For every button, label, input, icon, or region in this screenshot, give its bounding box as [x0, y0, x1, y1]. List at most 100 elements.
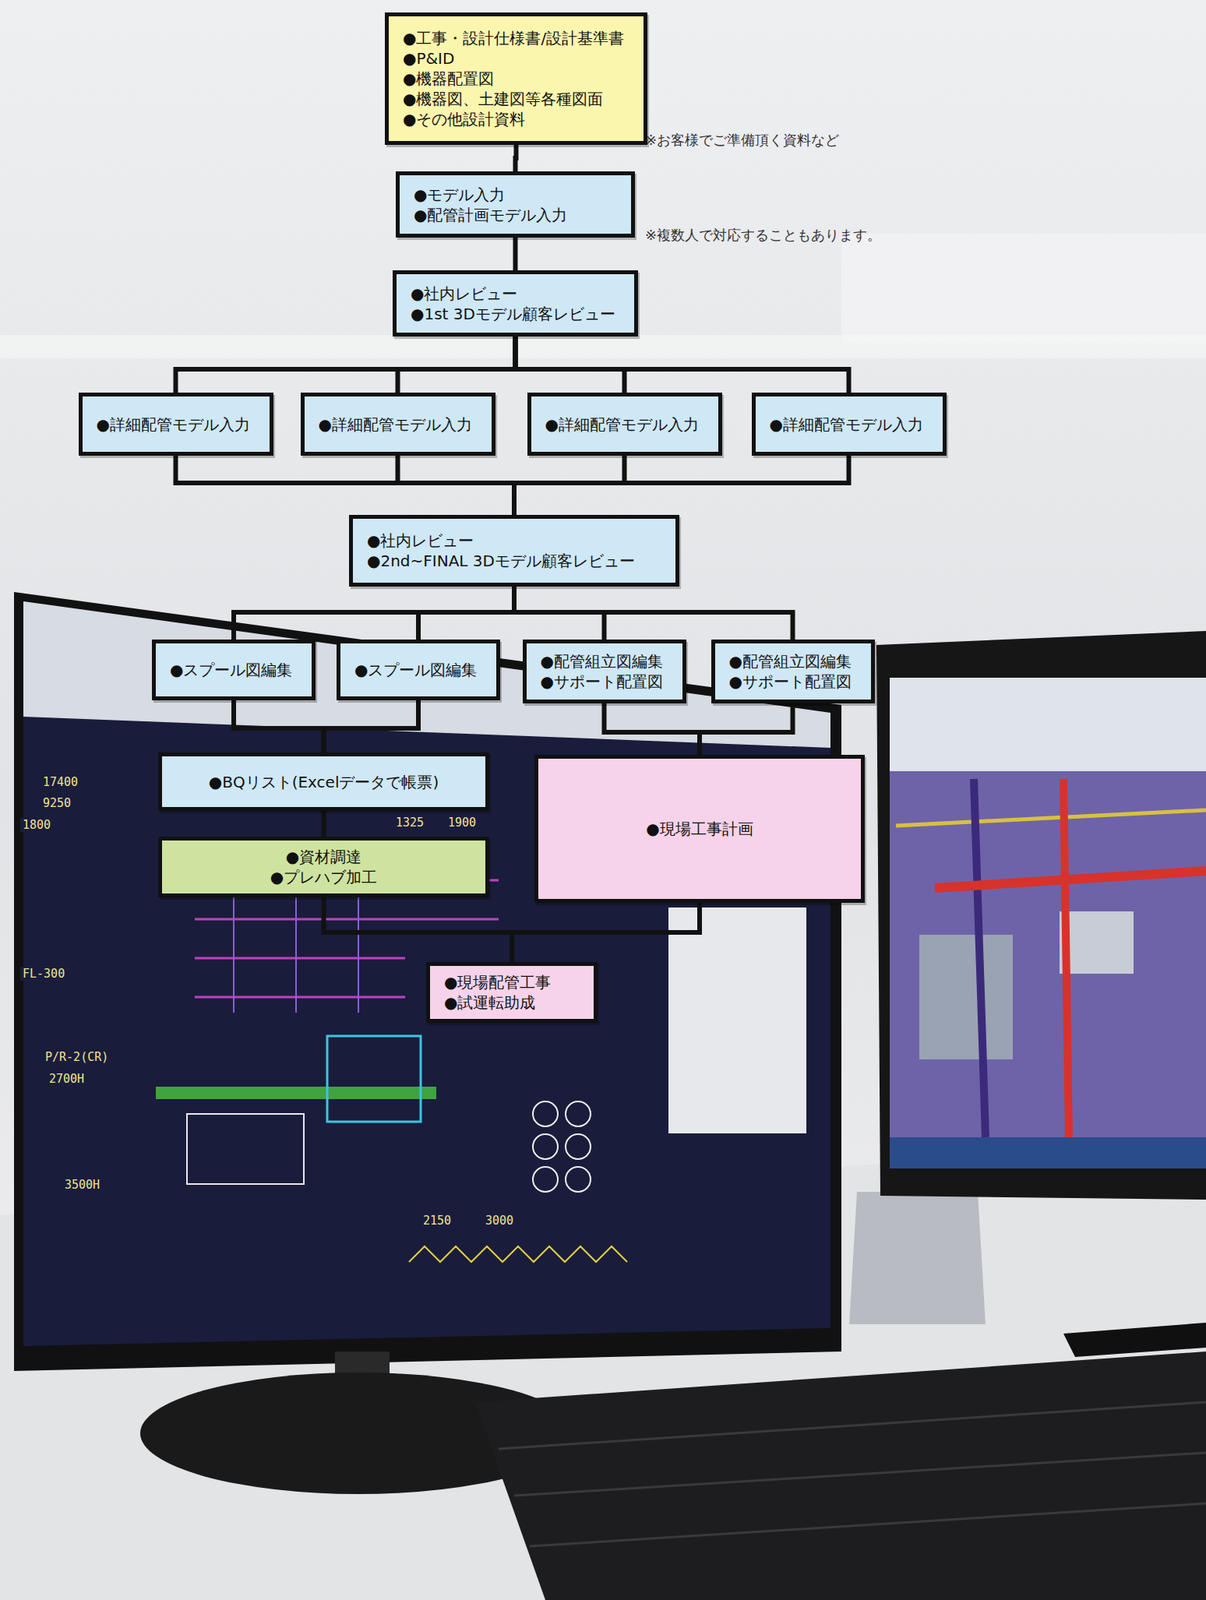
pipe — [1063, 779, 1069, 1138]
key-row — [498, 1402, 1206, 1450]
mouse-pad — [1063, 1322, 1206, 1358]
node-text: ●P&ID — [402, 48, 455, 69]
process-box: ●現場配管工事●試運転助成 — [426, 962, 598, 1023]
monitor-bezel — [876, 631, 1206, 1200]
cad-circle — [532, 1167, 558, 1192]
process-box: ●詳細配管モデル入力 — [751, 392, 947, 456]
process-box: ●詳細配管モデル入力 — [527, 392, 723, 456]
connector — [511, 902, 700, 963]
connector — [513, 237, 519, 271]
node-text: ●詳細配管モデル入力 — [318, 414, 473, 435]
monitor-stand — [849, 1191, 986, 1325]
process-box: ●スプール図編集 — [151, 639, 316, 701]
cad-circle — [565, 1167, 591, 1192]
process-box: ●モデル入力●配管計画モデル入力 — [395, 171, 635, 238]
connector — [176, 455, 515, 515]
node-text: ●現場配管工事 — [444, 972, 551, 993]
node-text: ●機器図、土建図等各種図面 — [402, 88, 603, 110]
dimension-label: FL-300 — [20, 966, 67, 981]
dimension-label: P/R-2(CR) — [42, 1050, 111, 1065]
dimension-label: 2700H — [46, 1072, 87, 1087]
dimension-label: 2150 — [420, 1213, 454, 1228]
node-text: ●サポート配置図 — [729, 671, 852, 692]
process-box: ●配管組立図編集●サポート配置図 — [711, 639, 875, 704]
dimension-label: 1325 — [393, 815, 427, 830]
node-text: ●配管組立図編集 — [729, 651, 852, 672]
node-text: ●工事・設計仕様書/設計基準書 — [402, 28, 625, 49]
node-text: ●現場工事計画 — [645, 818, 753, 840]
node-text: ●1st 3Dモデル顧客レビュー — [410, 303, 616, 325]
properties-panel — [668, 907, 807, 1134]
cad-equipment — [327, 1036, 421, 1122]
connector — [699, 703, 794, 755]
keyboard — [475, 1351, 1206, 1600]
cad-line — [194, 996, 406, 999]
cad-equipment — [186, 1114, 304, 1185]
dimension-label: 3000 — [483, 1213, 516, 1228]
connector — [514, 586, 794, 640]
cad-line — [194, 918, 499, 921]
connector — [233, 586, 515, 640]
cad-circle — [532, 1101, 558, 1127]
process-box: ●現場工事計画 — [534, 754, 865, 903]
equipment-block — [1059, 911, 1134, 974]
software-toolbar — [889, 677, 1206, 772]
connector — [514, 455, 850, 515]
node-text: ●スプール図編集 — [354, 659, 477, 681]
node-text: ●その他設計資料 — [402, 109, 526, 130]
taskbar — [889, 1137, 1206, 1169]
dimension-label: 17400 — [40, 775, 81, 790]
monitor-bezel — [14, 592, 842, 1372]
node-text: ●BQリスト(Excelデータで帳票) — [208, 772, 440, 793]
connector — [418, 586, 515, 640]
handrail — [895, 810, 1206, 826]
process-box: ●資材調達●プレハブ加工 — [158, 836, 490, 898]
node-text: ●資材調達 — [285, 846, 362, 868]
pipe — [934, 871, 1206, 889]
process-box: ●詳細配管モデル入力 — [78, 392, 274, 456]
note-text: ※お客様でご準備頂く資料など — [645, 130, 840, 150]
process-box: ●社内レビュー●1st 3Dモデル顧客レビュー — [392, 270, 639, 337]
dimension-label: 1800 — [20, 818, 53, 833]
ceiling-light — [0, 335, 1206, 359]
cad-screen — [23, 601, 831, 1347]
connector — [233, 700, 325, 753]
connector — [176, 336, 516, 393]
node-text: ●サポート配置図 — [540, 671, 663, 692]
connector — [398, 336, 516, 393]
node-text: ●スプール図編集 — [169, 659, 293, 681]
key-row — [529, 1503, 1206, 1547]
node-text: ●配管計画モデル入力 — [413, 204, 568, 226]
key-row — [514, 1452, 1206, 1496]
node-text: ●試運転助成 — [444, 992, 536, 1013]
process-box: ●社内レビュー●2nd~FINAL 3Dモデル顧客レビュー — [349, 514, 680, 587]
connector — [515, 336, 850, 393]
node-text: ●詳細配管モデル入力 — [545, 414, 699, 435]
cad-circle — [532, 1134, 558, 1160]
cad-hatch — [409, 1246, 628, 1263]
process-box: ●工事・設計仕様書/設計基準書●P&ID●機器配置図●機器図、土建図等各種図面●… — [384, 12, 648, 145]
process-box: ●配管組立図編集●サポート配置図 — [522, 639, 687, 704]
connector — [604, 703, 701, 755]
connector — [398, 455, 515, 515]
connector — [324, 700, 420, 753]
node-text: ●プレハブ加工 — [270, 867, 378, 888]
dimension-label: 1900 — [445, 815, 479, 830]
process-box: ●スプール図編集 — [336, 639, 501, 701]
connector — [324, 897, 513, 963]
cad-circle — [565, 1134, 591, 1160]
node-text: ●詳細配管モデル入力 — [769, 414, 924, 435]
connector — [515, 144, 517, 172]
node-text: ●機器配置図 — [402, 68, 494, 89]
node-text: ●社内レビュー — [366, 530, 474, 551]
node-text: ●社内レビュー — [410, 283, 518, 304]
window-glare — [841, 233, 1206, 343]
connector — [321, 811, 327, 837]
connector — [515, 336, 625, 393]
process-box: ●詳細配管モデル入力 — [300, 392, 496, 456]
equipment-block — [919, 934, 1013, 1060]
cad-circle — [565, 1101, 591, 1127]
software-toolbar — [23, 601, 831, 748]
node-text: ●モデル入力 — [413, 184, 505, 205]
cad-hatch — [155, 1086, 437, 1100]
